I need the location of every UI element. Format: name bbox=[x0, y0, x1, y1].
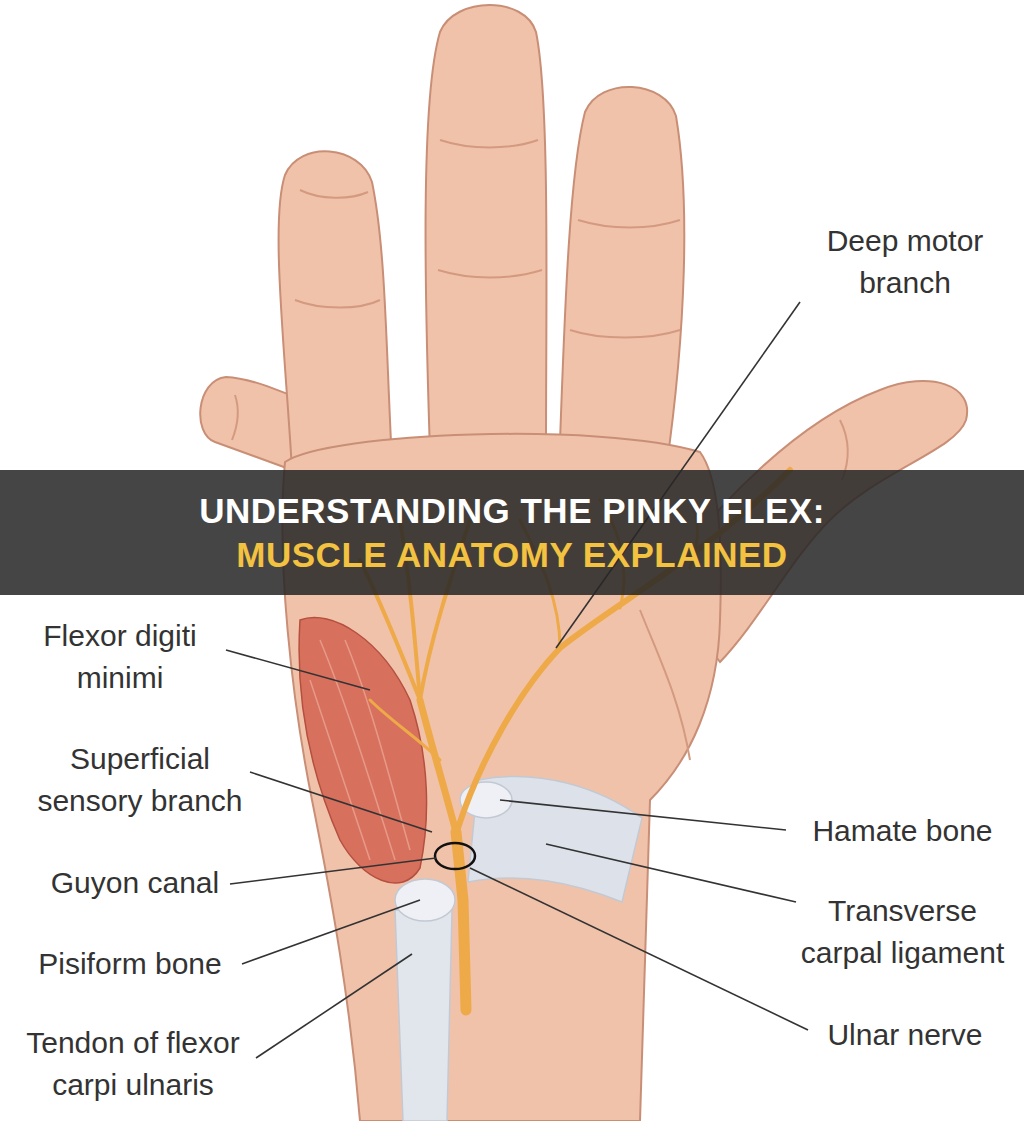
part-label: Superficial sensory branch bbox=[20, 738, 260, 822]
part-label: Ulnar nerve bbox=[795, 1014, 1015, 1056]
part-label: Transverse carpal ligament bbox=[790, 890, 1015, 974]
pisiform-bone bbox=[395, 879, 455, 921]
title-band: UNDERSTANDING THE PINKY FLEX:MUSCLE ANAT… bbox=[0, 470, 1024, 595]
ring-finger bbox=[279, 151, 392, 470]
tendon bbox=[395, 910, 452, 1121]
part-label: Guyon canal bbox=[20, 862, 250, 904]
canal-marker bbox=[435, 843, 475, 869]
part-label: Hamate bone bbox=[790, 810, 1015, 852]
index-finger bbox=[560, 87, 684, 470]
part-label: Pisiform bone bbox=[10, 943, 250, 985]
title-line: MUSCLE ANATOMY EXPLAINED bbox=[236, 533, 787, 577]
leader-lines bbox=[226, 302, 808, 1058]
middle-finger bbox=[426, 5, 547, 452]
part-label: Deep motor branch bbox=[790, 220, 1020, 304]
part-label: Tendon of flexor carpi ulnaris bbox=[4, 1022, 262, 1106]
part-label: Flexor digiti minimi bbox=[20, 615, 220, 699]
title-line: UNDERSTANDING THE PINKY FLEX: bbox=[199, 489, 825, 533]
muscle bbox=[299, 618, 427, 883]
